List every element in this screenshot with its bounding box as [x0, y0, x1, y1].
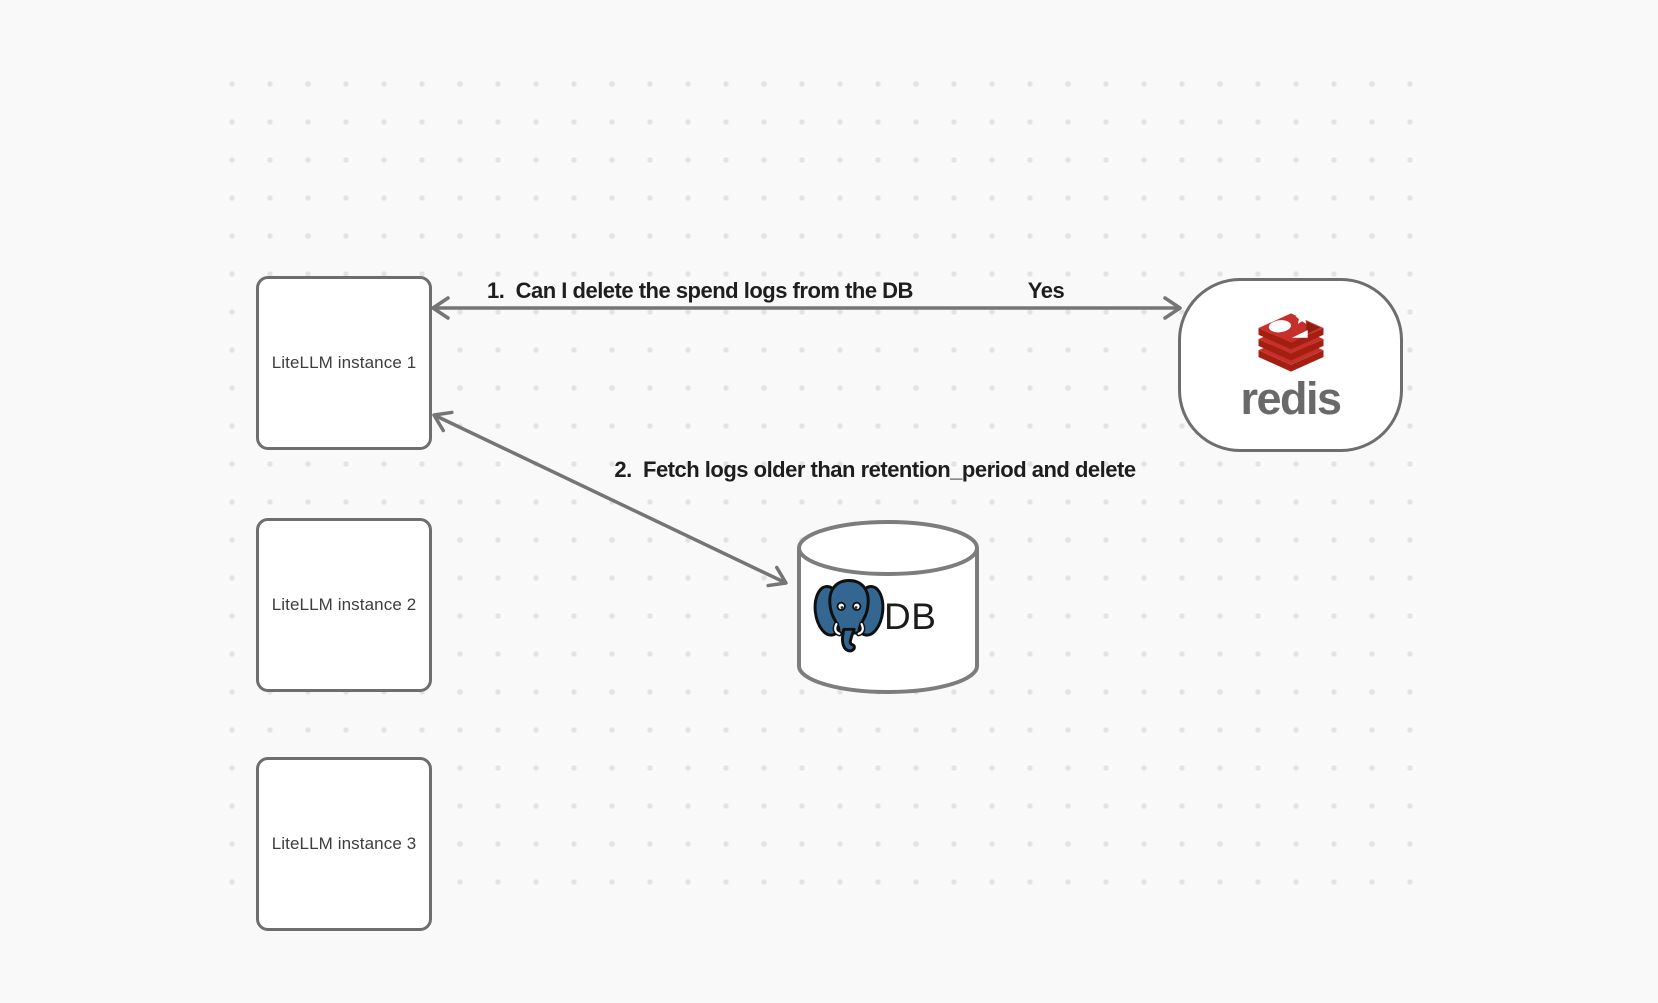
- node-litellm-instance-3[interactable]: LiteLLM instance 3: [256, 757, 432, 931]
- edge1-response-label[interactable]: Yes: [1027, 277, 1065, 303]
- redis-cube-icon: [1258, 310, 1323, 372]
- edge2-label[interactable]: 2. Fetch logs older than retention_perio…: [614, 456, 1136, 482]
- edge1-label[interactable]: 1. Can I delete the spend logs from the …: [487, 277, 913, 303]
- node-label: LiteLLM instance 2: [271, 595, 417, 614]
- redis-wordmark: redis: [1240, 372, 1342, 424]
- node-label: LiteLLM instance 3: [271, 834, 417, 853]
- db-label: DB: [884, 596, 937, 637]
- node-redis[interactable]: redis: [1178, 278, 1403, 452]
- node-litellm-instance-2[interactable]: LiteLLM instance 2: [256, 518, 432, 692]
- node-label: LiteLLM instance 1: [271, 353, 417, 372]
- postgresql-elephant-icon: [813, 579, 885, 653]
- node-litellm-instance-1[interactable]: LiteLLM instance 1: [256, 276, 432, 450]
